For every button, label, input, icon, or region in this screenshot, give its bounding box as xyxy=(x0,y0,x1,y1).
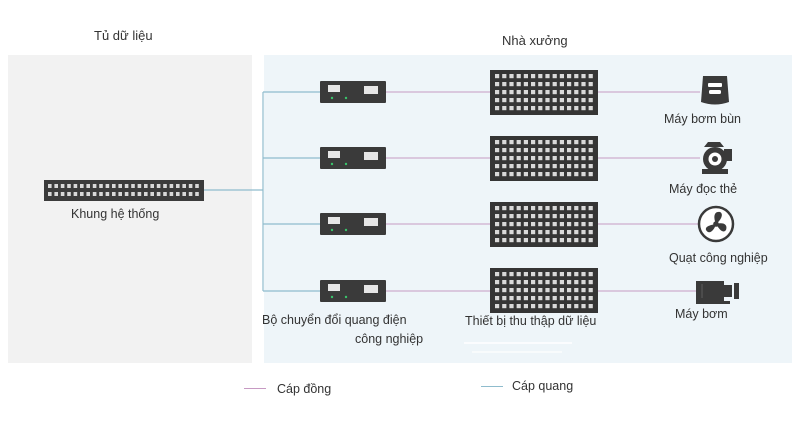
chassis-ports xyxy=(48,184,199,196)
factory-title: Nhà xưởng xyxy=(502,33,568,48)
legend-fiber-label: Cáp quang xyxy=(512,379,574,393)
media-converter-3 xyxy=(320,213,386,235)
device-label-3: Quạt công nghiệp xyxy=(669,251,768,265)
media-converter-4 xyxy=(320,280,386,302)
industrial-fan-icon xyxy=(697,205,735,243)
pump-icon xyxy=(694,276,739,310)
collector-label-underline xyxy=(464,342,572,353)
card-reader-icon xyxy=(696,139,734,174)
data-cabinet-title: Tủ dữ liệu xyxy=(94,28,153,43)
data-cabinet-region xyxy=(8,55,252,363)
media-converter-1 xyxy=(320,81,386,103)
legend-copper-label: Cáp đồng xyxy=(277,382,332,396)
data-collector-1 xyxy=(490,70,598,115)
device-label-4: Máy bơm xyxy=(675,307,728,321)
converter-label-line2: công nghiệp xyxy=(355,332,424,346)
legend-copper-swatch xyxy=(244,388,266,389)
data-collector-3 xyxy=(490,202,598,247)
converter-label-line1: Bộ chuyển đổi quang điện xyxy=(262,313,407,327)
device-label-2: Máy đọc thẻ xyxy=(669,182,738,196)
media-converter-2 xyxy=(320,147,386,169)
collector-label: Thiết bị thu thập dữ liệu xyxy=(465,314,597,328)
data-collector-4 xyxy=(490,268,598,313)
device-label-1: Máy bơm bùn xyxy=(664,112,741,126)
chassis-label: Khung hệ thống xyxy=(71,207,160,221)
mud-pump-icon xyxy=(696,74,734,108)
data-collector-2 xyxy=(490,136,598,181)
system-chassis xyxy=(44,180,204,201)
legend-fiber-swatch xyxy=(481,386,503,387)
